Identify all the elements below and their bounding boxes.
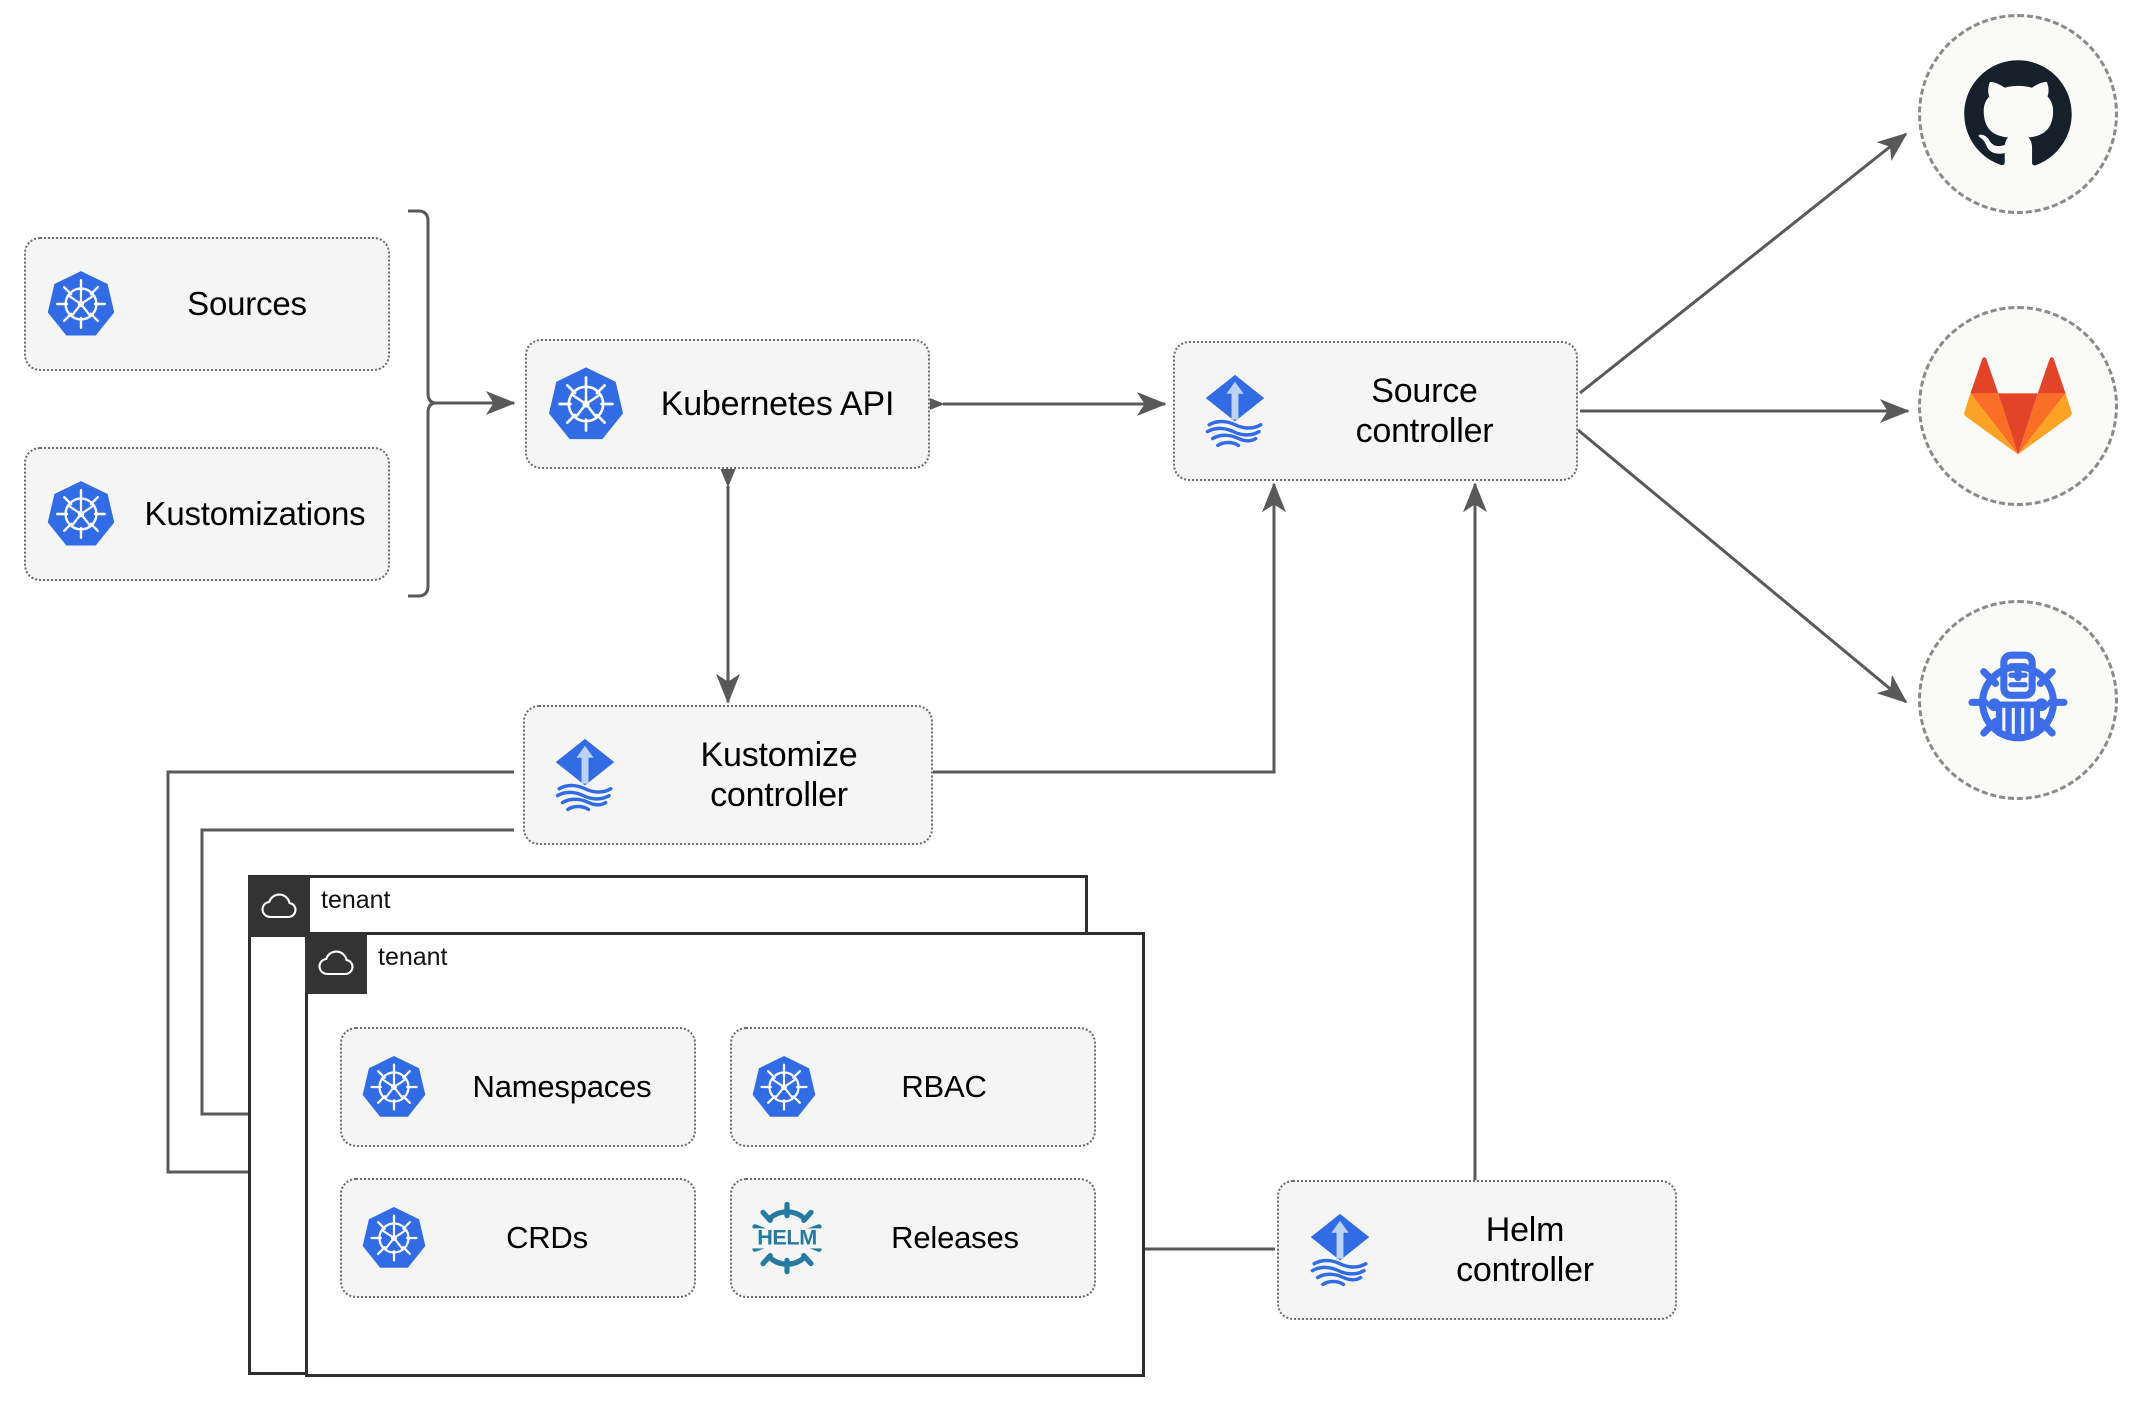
kubernetes-icon	[527, 365, 645, 443]
provider-helm-repository[interactable]	[1918, 600, 2118, 800]
node-crds[interactable]: CRDs	[340, 1178, 696, 1298]
cloud-icon	[305, 932, 367, 994]
flux-icon	[1279, 1207, 1401, 1293]
node-helm-controller[interactable]: Helm controller	[1277, 1180, 1677, 1320]
provider-gitlab[interactable]	[1918, 306, 2118, 506]
github-icon	[1964, 60, 2072, 166]
node-label-source-controller: Source controller	[1355, 371, 1494, 450]
gitlab-icon	[1964, 357, 2072, 455]
kubernetes-icon	[342, 1054, 446, 1120]
wire-source-controller-to-helm-repository	[1577, 428, 1908, 704]
wire-source-controller-to-github	[1579, 132, 1908, 395]
tenant-label-2: tenant	[378, 943, 448, 971]
node-label-kustomizations: Kustomizations	[144, 494, 366, 532]
flux-icon	[525, 732, 645, 818]
node-kustomize-controller[interactable]: Kustomize controller	[523, 705, 933, 845]
node-releases[interactable]: HELM Releases	[730, 1178, 1096, 1298]
node-label-helm-controller: Helm controller	[1456, 1210, 1594, 1289]
helm-chart-icon	[1968, 651, 2068, 742]
group-bracket	[408, 209, 437, 598]
node-kubernetes-api[interactable]: Kubernetes API	[525, 339, 930, 469]
cloud-icon	[248, 875, 310, 937]
tenant-label-1: tenant	[321, 886, 391, 914]
node-rbac[interactable]: RBAC	[730, 1027, 1096, 1147]
node-label-kustomize-controller: Kustomize controller	[700, 735, 858, 814]
kubernetes-icon	[342, 1205, 446, 1271]
kubernetes-icon	[732, 1054, 836, 1120]
svg-text:HELM: HELM	[757, 1224, 817, 1249]
node-kustomizations[interactable]: Kustomizations	[24, 447, 390, 581]
helm-icon: HELM	[732, 1198, 842, 1278]
node-sources[interactable]: Sources	[24, 237, 390, 371]
node-label-sources: Sources	[187, 284, 307, 322]
node-label-crds: CRDs	[506, 1219, 588, 1255]
node-label-rbac: RBAC	[901, 1068, 987, 1104]
flux-icon	[1175, 368, 1295, 454]
node-label-namespaces: Namespaces	[472, 1068, 652, 1104]
node-source-controller[interactable]: Source controller	[1173, 341, 1578, 481]
tenant-panel-2[interactable]: tenant	[305, 932, 1145, 1377]
kubernetes-icon	[26, 269, 136, 339]
node-label-releases: Releases	[891, 1219, 1019, 1255]
provider-github[interactable]	[1918, 14, 2118, 214]
kubernetes-icon	[26, 479, 136, 549]
wire-kustomize-controller-to-source-controller	[933, 482, 1286, 774]
node-label-kubernetes-api: Kubernetes API	[660, 384, 895, 423]
node-namespaces[interactable]: Namespaces	[340, 1027, 696, 1147]
